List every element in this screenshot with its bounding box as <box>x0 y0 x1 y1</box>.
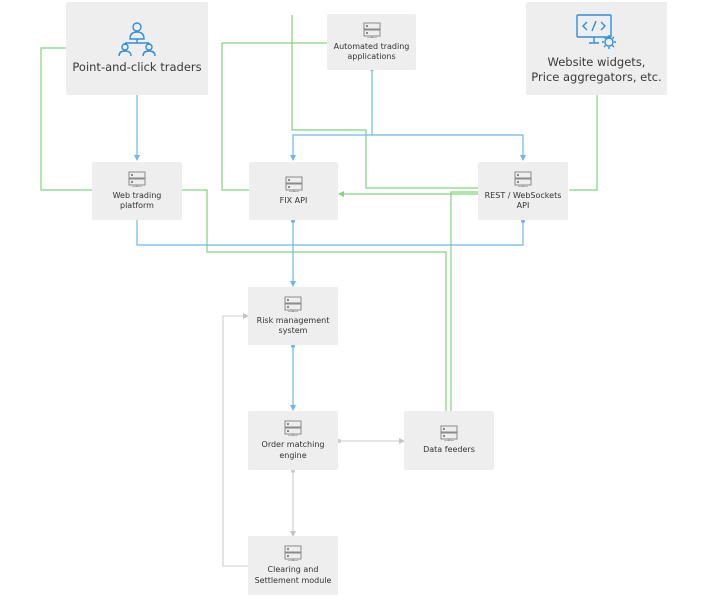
edge-web-to-risk <box>136 220 524 246</box>
edge-rest-to-widgets <box>569 87 600 191</box>
users-network-icon <box>118 22 156 56</box>
code-monitor-gear-icon <box>575 13 616 49</box>
node-data-feeders[interactable]: Data feeders <box>404 411 494 470</box>
node-fix-api[interactable]: FIX API <box>249 162 338 220</box>
node-automated-trading[interactable]: Automated trading applications <box>327 14 416 70</box>
node-rest-websockets-api[interactable]: REST / WebSockets API <box>478 162 568 220</box>
edge-automated-to-rest <box>372 134 526 161</box>
node-label: Website widgets, Price aggregators, etc. <box>531 54 662 84</box>
node-label: Point-and-click traders <box>72 60 202 74</box>
node-order-matching-engine[interactable]: Order matching engine <box>248 411 338 470</box>
edge-feeders-to-rest <box>450 191 482 412</box>
node-clearing-settlement[interactable]: Clearing and Settlement module <box>248 536 338 595</box>
node-website-widgets[interactable]: Website widgets, Price aggregators, etc. <box>526 2 667 95</box>
server-icon <box>284 545 302 561</box>
node-label: REST / WebSockets API <box>484 190 562 211</box>
green-junction-dots <box>444 188 484 415</box>
node-risk-management[interactable]: Risk management system <box>248 287 338 345</box>
server-icon <box>514 171 532 187</box>
server-icon <box>128 171 146 187</box>
edge-automated-split <box>290 70 373 161</box>
node-label: Web trading platform <box>112 190 162 211</box>
gray-junction-dots <box>291 439 341 473</box>
node-label: FIX API <box>279 195 308 205</box>
node-label: Risk management system <box>256 315 330 336</box>
edge-feeders-to-web <box>175 187 447 412</box>
node-point-click-traders[interactable]: Point-and-click traders <box>66 2 208 95</box>
server-icon <box>363 22 380 38</box>
node-label: Clearing and Settlement module <box>254 565 332 585</box>
node-label: Data feeders <box>423 445 475 455</box>
edge-automated-data-bus <box>291 15 478 189</box>
server-icon <box>284 296 302 312</box>
edge-fix-to-automated <box>221 40 333 191</box>
server-icon <box>284 420 302 436</box>
node-web-trading-platform[interactable]: Web trading platform <box>92 162 182 220</box>
server-icon <box>440 425 458 442</box>
edge-clearing-to-risk <box>222 313 249 567</box>
node-label: Automated trading applications <box>333 41 410 62</box>
server-icon <box>285 176 302 192</box>
edge-web-to-traders <box>40 45 92 191</box>
node-label: Order matching engine <box>261 440 325 460</box>
